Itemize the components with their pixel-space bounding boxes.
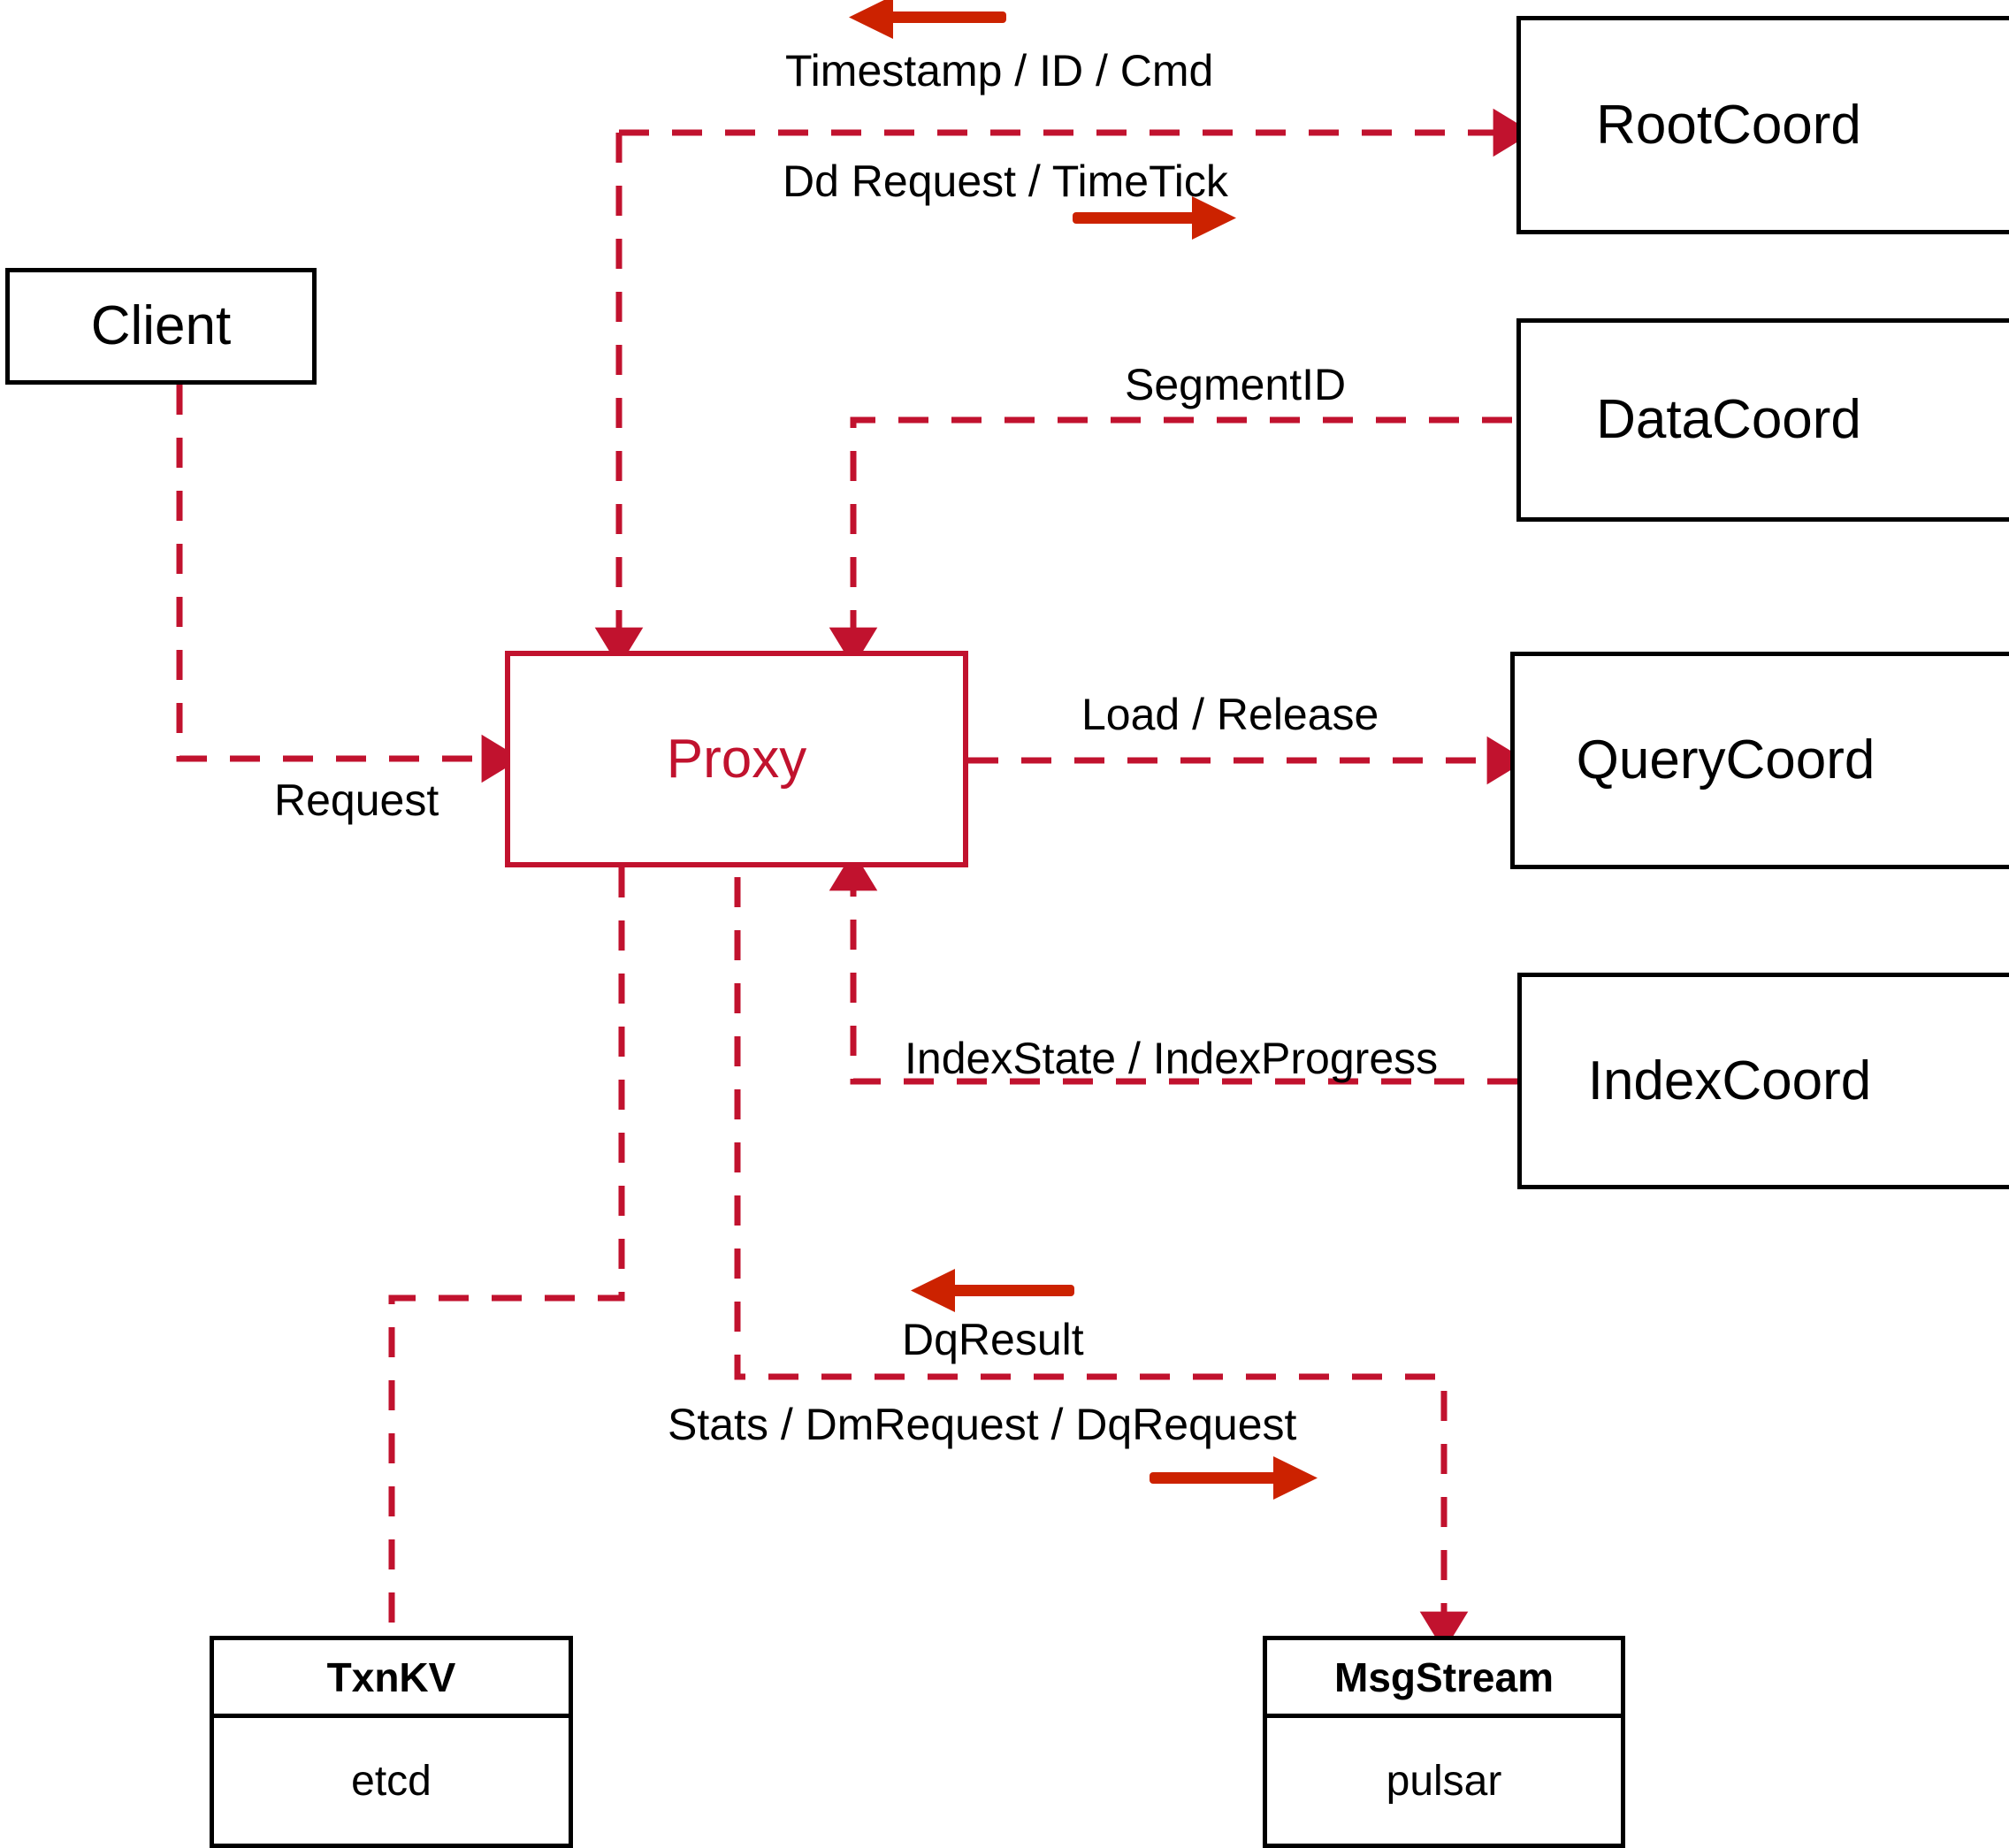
direction-arrow-right-bottom: [1150, 1456, 1318, 1500]
node-proxy-label: Proxy: [666, 728, 807, 790]
edge-label-load-release: Load / Release: [1081, 690, 1379, 739]
node-msgstream-body: pulsar: [1267, 1718, 1621, 1844]
node-txnkv-header: TxnKV: [214, 1640, 569, 1718]
edge-label-request: Request: [274, 775, 439, 825]
wire-proxy-to-msgstream: [734, 877, 1469, 1652]
wire-proxy-to-txnkv: [388, 867, 625, 1631]
edge-label-segmentid: SegmentID: [1125, 360, 1347, 409]
edge-label-timestamp-id-cmd: Timestamp / ID / Cmd: [785, 46, 1214, 95]
direction-arrow-left-bottom: [911, 1269, 1074, 1312]
node-datacoord[interactable]: DataCoord: [1516, 318, 2009, 522]
node-client-label: Client: [90, 295, 232, 356]
node-msgstream-header: MsgStream: [1267, 1640, 1621, 1718]
edge-label-stats-dmrequest-dqrequest: Stats / DmRequest / DqRequest: [668, 1400, 1297, 1449]
node-indexcoord-label: IndexCoord: [1587, 1050, 1872, 1111]
node-rootcoord[interactable]: RootCoord: [1516, 16, 2009, 234]
node-querycoord-label: QueryCoord: [1576, 729, 1875, 790]
direction-arrow-left-top: [849, 0, 1006, 39]
node-msgstream-body-label: pulsar: [1386, 1757, 1502, 1805]
node-proxy[interactable]: Proxy: [505, 651, 968, 867]
node-txnkv-body-label: etcd: [351, 1757, 432, 1805]
node-msgstream[interactable]: MsgStream pulsar: [1263, 1636, 1625, 1848]
node-txnkv-body: etcd: [214, 1718, 569, 1844]
node-querycoord[interactable]: QueryCoord: [1510, 652, 2009, 869]
node-datacoord-label: DataCoord: [1596, 389, 1861, 450]
node-client[interactable]: Client: [5, 268, 317, 385]
node-txnkv[interactable]: TxnKV etcd: [210, 1636, 573, 1848]
node-indexcoord[interactable]: IndexCoord: [1517, 973, 2009, 1189]
node-rootcoord-label: RootCoord: [1596, 94, 1861, 156]
wire-client-to-proxy: [176, 385, 522, 783]
edge-label-indexstate-indexprogress: IndexState / IndexProgress: [905, 1034, 1439, 1083]
wire-datacoord-to-proxy: [829, 416, 1512, 668]
node-msgstream-header-label: MsgStream: [1334, 1653, 1554, 1700]
edge-label-dd-request-timetick: Dd Request / TimeTick: [783, 157, 1228, 206]
edge-label-dqresult: DqResult: [902, 1315, 1084, 1364]
node-txnkv-header-label: TxnKV: [326, 1653, 456, 1700]
